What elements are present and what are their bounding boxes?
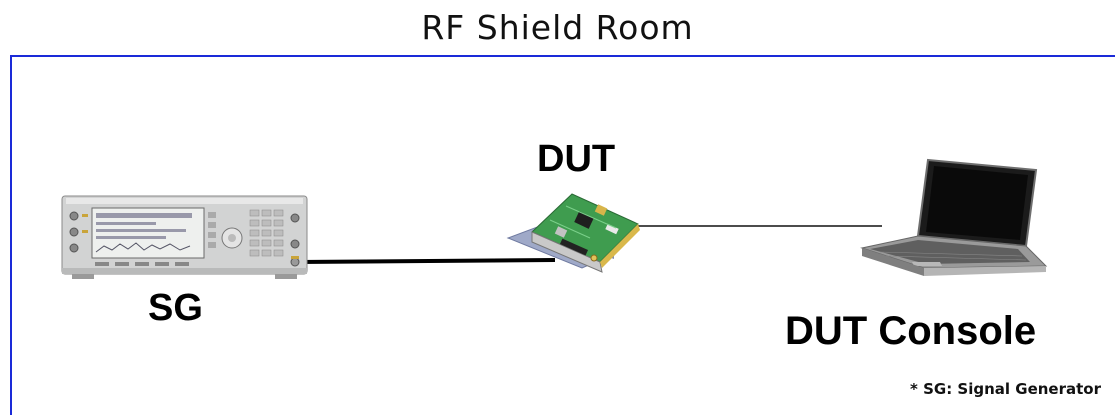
- laptop-icon: [860, 158, 1048, 276]
- dut-label: DUT: [537, 138, 616, 180]
- pcb-card-icon: [506, 193, 640, 273]
- shield-room-border: [10, 55, 1115, 415]
- rf-cable: [297, 258, 556, 264]
- room-title: RF Shield Room: [421, 8, 694, 47]
- dut-console-label: DUT Console: [785, 309, 1037, 353]
- sg-label: SG: [148, 287, 203, 329]
- footnote: * SG: Signal Generator: [910, 380, 1101, 398]
- signal-generator-icon: [61, 195, 308, 279]
